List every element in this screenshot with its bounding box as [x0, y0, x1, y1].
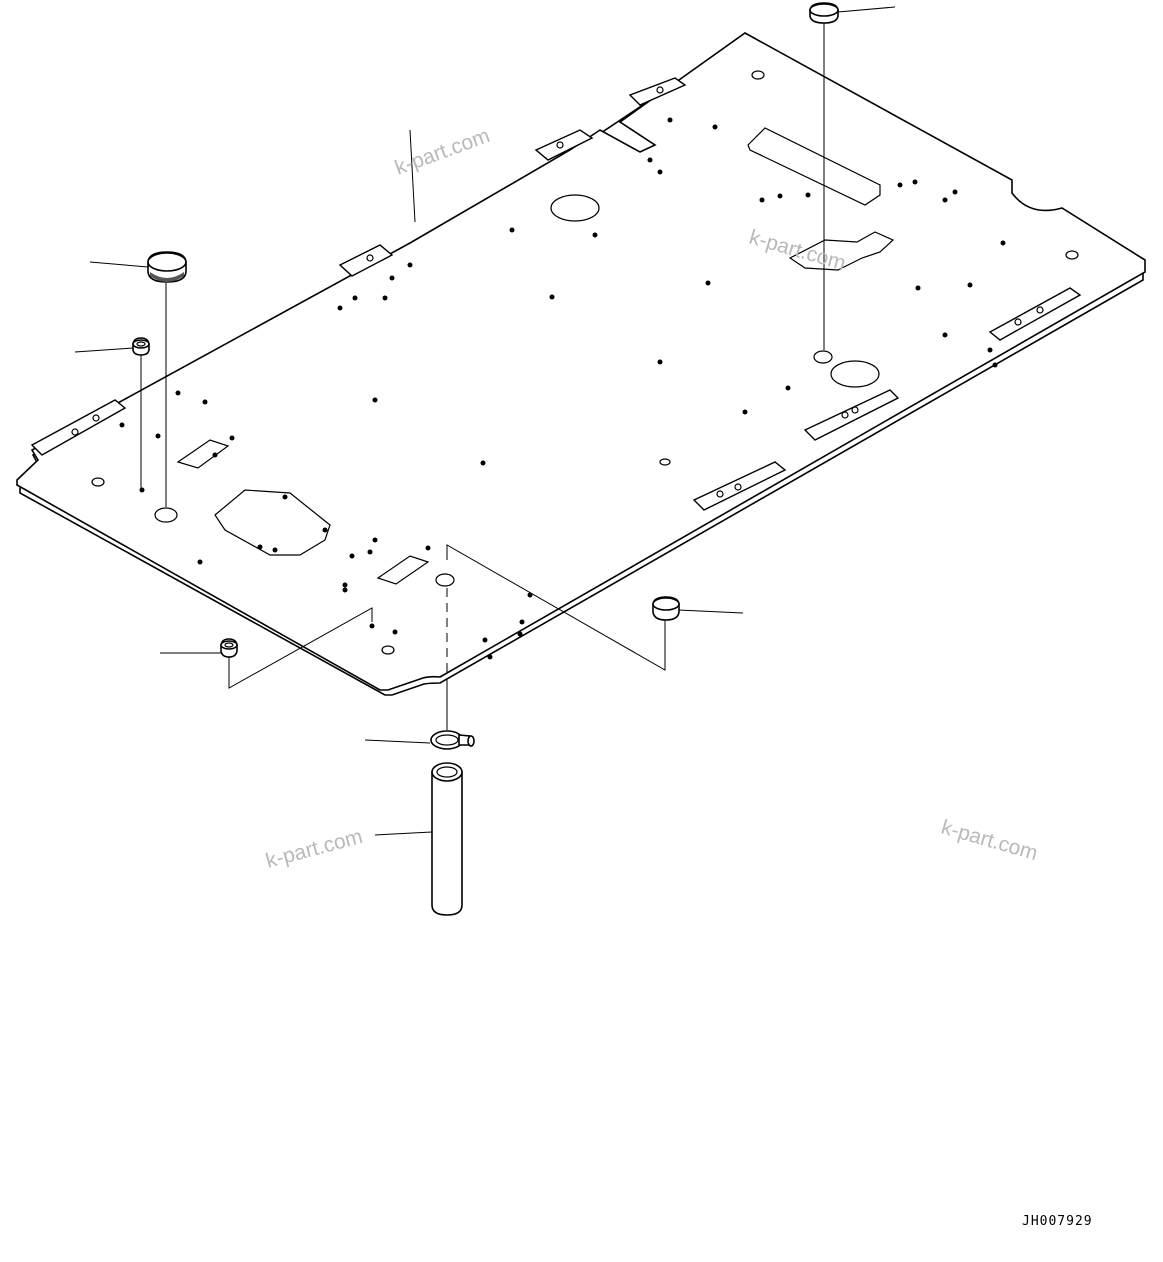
plate-bolt-holes — [119, 117, 1006, 660]
plate-cutouts — [91, 70, 1079, 655]
grommet-lower — [220, 638, 238, 658]
cap-large-top — [809, 2, 839, 24]
leader-lines — [74, 6, 896, 836]
plate-pads — [30, 77, 1082, 511]
cap-large-left — [147, 251, 187, 283]
drawing-code: JH007929 — [1022, 1214, 1093, 1229]
hose-clamp — [430, 730, 475, 750]
drain-hose — [431, 762, 463, 916]
watermark-4: k-part.com — [939, 816, 1041, 865]
watermark-3: k-part.com — [263, 825, 365, 873]
grommet-upper — [132, 337, 150, 356]
assembly-lines — [140, 22, 825, 730]
watermark-1: k-part.com — [392, 124, 493, 180]
cap-small-right — [652, 596, 680, 621]
